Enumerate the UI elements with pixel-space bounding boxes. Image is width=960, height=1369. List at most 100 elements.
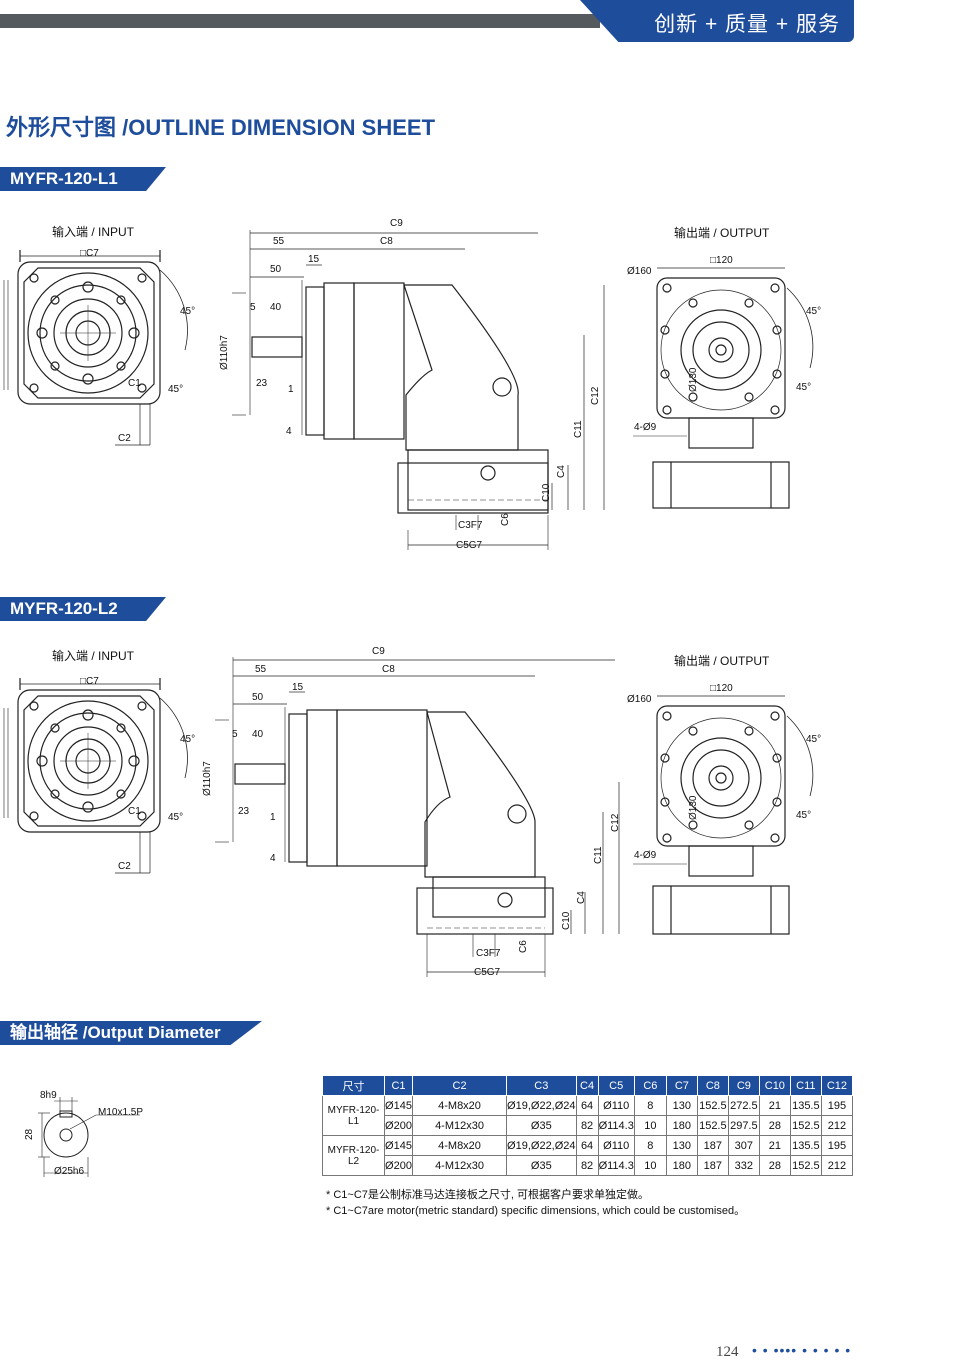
dim-c7-l1: □C7 — [80, 248, 99, 259]
table-row: Ø200 4-M12x30 Ø35 82 Ø114.3 10 180 152.5… — [323, 1115, 854, 1136]
table-cell: 130 — [665, 1095, 698, 1116]
table-row: MYFR-120-L2 Ø145 4-M8x20 Ø19,Ø22,Ø24 64 … — [321, 1135, 854, 1176]
table-cell: 8 — [633, 1095, 667, 1116]
dim-c2-l1: C2 — [118, 433, 131, 444]
dim-c8-l2: C8 — [382, 664, 395, 675]
dim-4-l1: 4 — [286, 426, 292, 437]
table-model-cell: MYFR-120-L1 — [321, 1095, 386, 1136]
dim-c3-l1: C3F7 — [458, 520, 483, 531]
table-cell: 180 — [665, 1115, 698, 1136]
dim-c12-l1: C12 — [590, 386, 601, 405]
dim-110-l2: Ø110h7 — [202, 761, 213, 796]
output-label-l2: 输出端 / OUTPUT — [674, 654, 770, 668]
output-flange-drawing-l1 — [633, 267, 814, 509]
input-label-l2: 输入端 / INPUT — [52, 649, 135, 663]
table-row: Ø200 4-M12x30 Ø35 82 Ø114.3 10 180 187 3… — [323, 1155, 854, 1176]
output-diameter-tag: 输出轴径 /Output Diameter — [0, 1021, 262, 1045]
dim-1-l2: 1 — [270, 812, 276, 823]
dim-15-l2: 15 — [292, 682, 304, 693]
dim-c11-l2: C11 — [593, 846, 604, 864]
table-cell: 195 — [820, 1095, 854, 1116]
table-header-cell: C11 — [789, 1075, 822, 1096]
dim-c1-l1: C1 — [128, 378, 141, 389]
dim-1-l1: 1 — [288, 384, 294, 395]
side-view-drawing-l1 — [232, 230, 605, 550]
table-header-row: 尺寸 C1 C2 C3 C4 C5 C6 C7 C8 C9 C10 C11 C1… — [321, 1075, 854, 1096]
dim-50-l1: 50 — [270, 264, 282, 275]
table-cell: 8 — [633, 1135, 667, 1156]
dim-c4-l1: C4 — [556, 465, 567, 478]
table-cell: 332 — [727, 1155, 760, 1176]
dim-23-l1: 23 — [256, 378, 268, 389]
table-cell: Ø35 — [506, 1115, 577, 1136]
table-cell: 212 — [820, 1155, 854, 1176]
dim-c3-l2: C3F7 — [476, 948, 501, 959]
dim-5-l1: 5 — [250, 302, 256, 313]
dim-4-l2: 4 — [270, 853, 276, 864]
dim-a45a-l2: 45° — [180, 734, 196, 745]
dim-c10-l1: C10 — [541, 483, 552, 502]
output-shaft-drawing — [38, 1097, 140, 1177]
dim-55-l1: 55 — [273, 236, 285, 247]
dim-c11-l1: C11 — [573, 420, 584, 438]
table-header-cell: C3 — [506, 1075, 577, 1096]
table-cell: Ø110 — [597, 1095, 635, 1116]
table-cell: 272.5 — [727, 1095, 760, 1116]
dim-o120-l1: □120 — [710, 255, 733, 266]
dim-c6-l1: C6 — [500, 513, 511, 526]
dim-40-l1: 40 — [270, 302, 282, 313]
dim-o160-l2: Ø160 — [627, 694, 652, 705]
table-cell: 4-M12x30 — [412, 1155, 508, 1176]
dim-c5-l1: C5G7 — [456, 540, 483, 551]
dim-o45a-l1: 45° — [806, 306, 822, 317]
table-cell: Ø200 — [384, 1115, 414, 1136]
shaft-height: 28 — [24, 1128, 35, 1140]
dim-c12-l2: C12 — [610, 813, 621, 832]
table-cell: 195 — [820, 1135, 854, 1156]
shaft-thread: M10x1.5P — [98, 1107, 144, 1118]
table-header-cell: C5 — [597, 1075, 635, 1096]
dim-c2-l2: C2 — [118, 861, 131, 872]
table-header-cell: C6 — [633, 1075, 667, 1096]
dim-a45b-l2: 45° — [168, 812, 184, 823]
side-view-drawing-l2 — [215, 657, 620, 977]
table-cell: Ø145 — [384, 1135, 414, 1156]
table-cell: 64 — [575, 1095, 599, 1116]
table-cell: Ø19,Ø22,Ø24 — [506, 1135, 577, 1156]
table-cell: 10 — [633, 1155, 667, 1176]
table-cell: 180 — [665, 1155, 698, 1176]
table-cell: 21 — [758, 1095, 791, 1116]
header-tagline: 创新 + 质量 + 服务 — [654, 13, 840, 36]
input-flange-drawing-l1 — [3, 250, 188, 446]
dim-o4d9-l2: 4-Ø9 — [634, 850, 657, 861]
table-cell: 187 — [696, 1155, 729, 1176]
table-cell: 4-M12x30 — [412, 1115, 508, 1136]
table-header-cell: C4 — [575, 1075, 599, 1096]
model-tag-l1: MYFR-120-L1 — [0, 167, 166, 191]
table-header-cell: C9 — [727, 1075, 760, 1096]
table-cell: 297.5 — [727, 1115, 760, 1136]
table-cell: 212 — [820, 1115, 854, 1136]
table-cell: Ø114.3 — [597, 1115, 635, 1136]
dim-50-l2: 50 — [252, 692, 264, 703]
table-cell: Ø145 — [384, 1095, 414, 1116]
note-cn: * C1~C7是公制标准马达连接板之尺寸, 可根据客户要求单独定做。 — [326, 1189, 649, 1201]
input-flange-drawing-l2 — [3, 678, 188, 874]
dim-o130-l2: Ø130 — [688, 795, 699, 820]
dim-55-l2: 55 — [255, 664, 267, 675]
dim-o130-l1: Ø130 — [688, 367, 699, 392]
input-label-l1: 输入端 / INPUT — [52, 225, 135, 239]
table-cell: 307 — [727, 1135, 760, 1156]
table-cell: 152.5 — [789, 1115, 822, 1136]
dim-c9-l1: C9 — [390, 218, 403, 229]
table-cell: 4-M8x20 — [412, 1135, 508, 1156]
table-header-cell: C1 — [384, 1075, 414, 1096]
table-cell: 82 — [575, 1115, 599, 1136]
table-header-cell: C2 — [412, 1075, 508, 1096]
footer-dots: • • •••• • • • • • — [752, 1342, 852, 1358]
page-number: 124 — [716, 1344, 739, 1360]
table-cell: Ø114.3 — [597, 1155, 635, 1176]
dim-40-l2: 40 — [252, 729, 264, 740]
table-header-cell: C8 — [696, 1075, 729, 1096]
table-header-cell: C12 — [820, 1075, 854, 1096]
